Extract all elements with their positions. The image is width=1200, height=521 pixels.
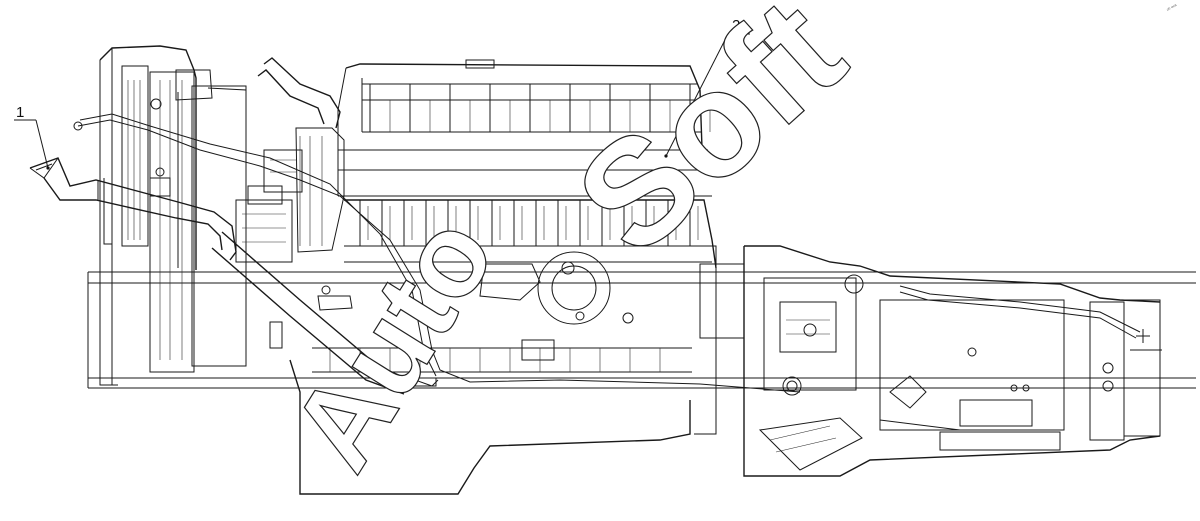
watermark-text-right: Soft [545, 0, 874, 286]
fuel-lines [73, 113, 1141, 393]
engine-block [289, 199, 745, 495]
transmission [743, 245, 1162, 477]
intake-elbow [257, 57, 345, 253]
crank-pulley [479, 251, 634, 361]
brackets [269, 285, 437, 387]
callout-1-part [29, 157, 237, 261]
callout-1-label: 1 [16, 104, 24, 121]
frame-rails [87, 271, 1196, 389]
watermark-text-left: Auto [266, 194, 520, 492]
callout-2-label: 2 [732, 17, 740, 34]
callout-1: 1 [14, 104, 50, 170]
callout-2: 2 [664, 17, 750, 158]
engine-head [337, 59, 712, 197]
corner-mark: ᵒʰ ᵉᵒᵃ [1166, 3, 1178, 14]
fuel-filter-assembly [235, 149, 303, 263]
radiator-assembly [99, 45, 247, 386]
